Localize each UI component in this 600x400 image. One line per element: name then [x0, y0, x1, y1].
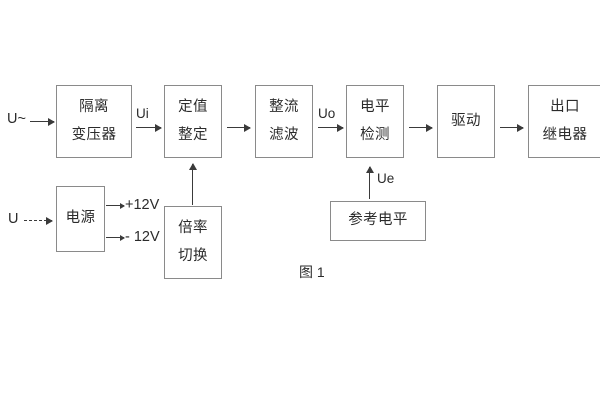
block-level-detection-line-2: 检测	[360, 127, 390, 143]
rail-label-negative: - 12V	[125, 229, 160, 245]
arrow-setting-value-to-rectify-filter	[227, 127, 250, 129]
arrow-rail-positive	[106, 205, 124, 207]
arrow-input-ac-to-isolation-transformer	[30, 121, 54, 123]
block-isolation-transformer-line-2: 变压器	[71, 127, 117, 143]
arrow-isolation-transformer-to-setting-value	[136, 127, 161, 129]
block-output-relay: 出口 继电器	[528, 85, 600, 158]
block-setting-value: 定值 整定	[164, 85, 222, 158]
arrow-level-detection-to-drive	[409, 127, 432, 129]
block-level-detection: 电平 检测	[346, 85, 404, 158]
block-isolation-transformer-line-1: 隔离	[79, 98, 109, 115]
rail-label-positive: +12V	[125, 197, 160, 213]
block-output-relay-line-2: 继电器	[542, 127, 588, 143]
signal-label-ui: Ui	[136, 106, 149, 121]
block-multiplier-switch-line-2: 切换	[178, 248, 208, 264]
block-multiplier-switch-line-1: 倍率	[178, 219, 208, 236]
block-rectify-filter-line-1: 整流	[269, 98, 299, 115]
block-multiplier-switch: 倍率 切换	[164, 206, 222, 279]
block-setting-value-line-2: 整定	[178, 127, 208, 143]
block-rectify-filter: 整流 滤波	[255, 85, 313, 158]
input-label-ac: U~	[7, 111, 26, 127]
arrow-drive-to-output-relay	[500, 127, 523, 129]
block-drive-line-1: 驱动	[451, 112, 481, 129]
block-drive: 驱动	[437, 85, 495, 158]
arrow-reference-level-to-level-detection	[369, 167, 371, 199]
signal-label-uo: Uo	[318, 106, 336, 121]
block-power-supply-line-1: 电源	[65, 210, 96, 227]
arrow-multiplier-switch-to-setting-value	[192, 164, 194, 205]
figure-caption: 图 1	[299, 264, 325, 280]
block-setting-value-line-1: 定值	[178, 98, 208, 115]
block-rectify-filter-line-2: 滤波	[269, 127, 299, 143]
arrow-rectify-filter-to-level-detection	[318, 127, 343, 129]
block-output-relay-line-1: 出口	[550, 98, 580, 115]
input-label-dc: U	[8, 211, 19, 227]
block-isolation-transformer: 隔离 变压器	[56, 85, 132, 158]
signal-label-ue: Ue	[377, 171, 395, 186]
block-reference-level: 参考电平	[330, 201, 426, 241]
block-level-detection-line-1: 电平	[360, 98, 390, 115]
block-reference-level-line-1: 参考电平	[348, 212, 408, 229]
arrow-input-dc-to-power-supply	[24, 220, 52, 221]
arrow-rail-negative	[106, 237, 124, 239]
block-power-supply: 电源	[56, 186, 105, 252]
